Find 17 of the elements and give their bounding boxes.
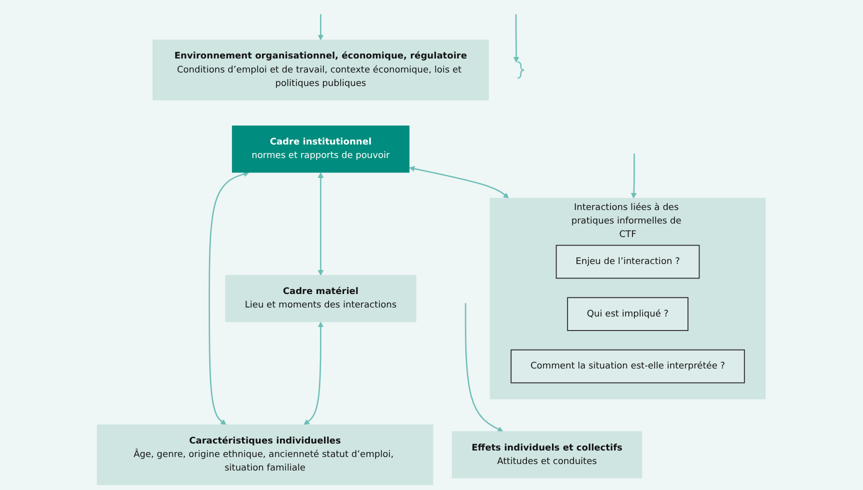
arrow <box>318 172 324 276</box>
arrow <box>631 154 637 198</box>
arrow <box>318 14 324 40</box>
question-box: Comment la situation est-elle interprétée ? <box>510 349 746 384</box>
arrow <box>514 14 520 63</box>
info-panel: Cadre matériel Lieu et moments des interactions <box>225 275 416 322</box>
highlighted-box: Cadre institutionnel normes et rapports de pouvoir <box>232 126 410 173</box>
question-box: Qui est impliqué ? <box>567 297 689 332</box>
arrow <box>465 303 504 432</box>
arrow <box>304 322 324 426</box>
curly-bracket <box>517 61 525 79</box>
arrow <box>208 171 250 426</box>
info-panel: Caractéristiques individuelles Âge, genre, origine ethnique, ancienneté statut d’emploi, situation familiale <box>97 424 434 486</box>
info-panel: Effets individuels et collectifs Attitudes et conduites <box>452 431 642 478</box>
arrow <box>409 166 510 198</box>
question-box: Enjeu de l’interaction ? <box>556 244 700 279</box>
info-panel: Environnement organisationnel, économique, régulatoire Conditions d’emploi et de travail, contexte économique, lois et politiques publiques <box>152 40 490 100</box>
